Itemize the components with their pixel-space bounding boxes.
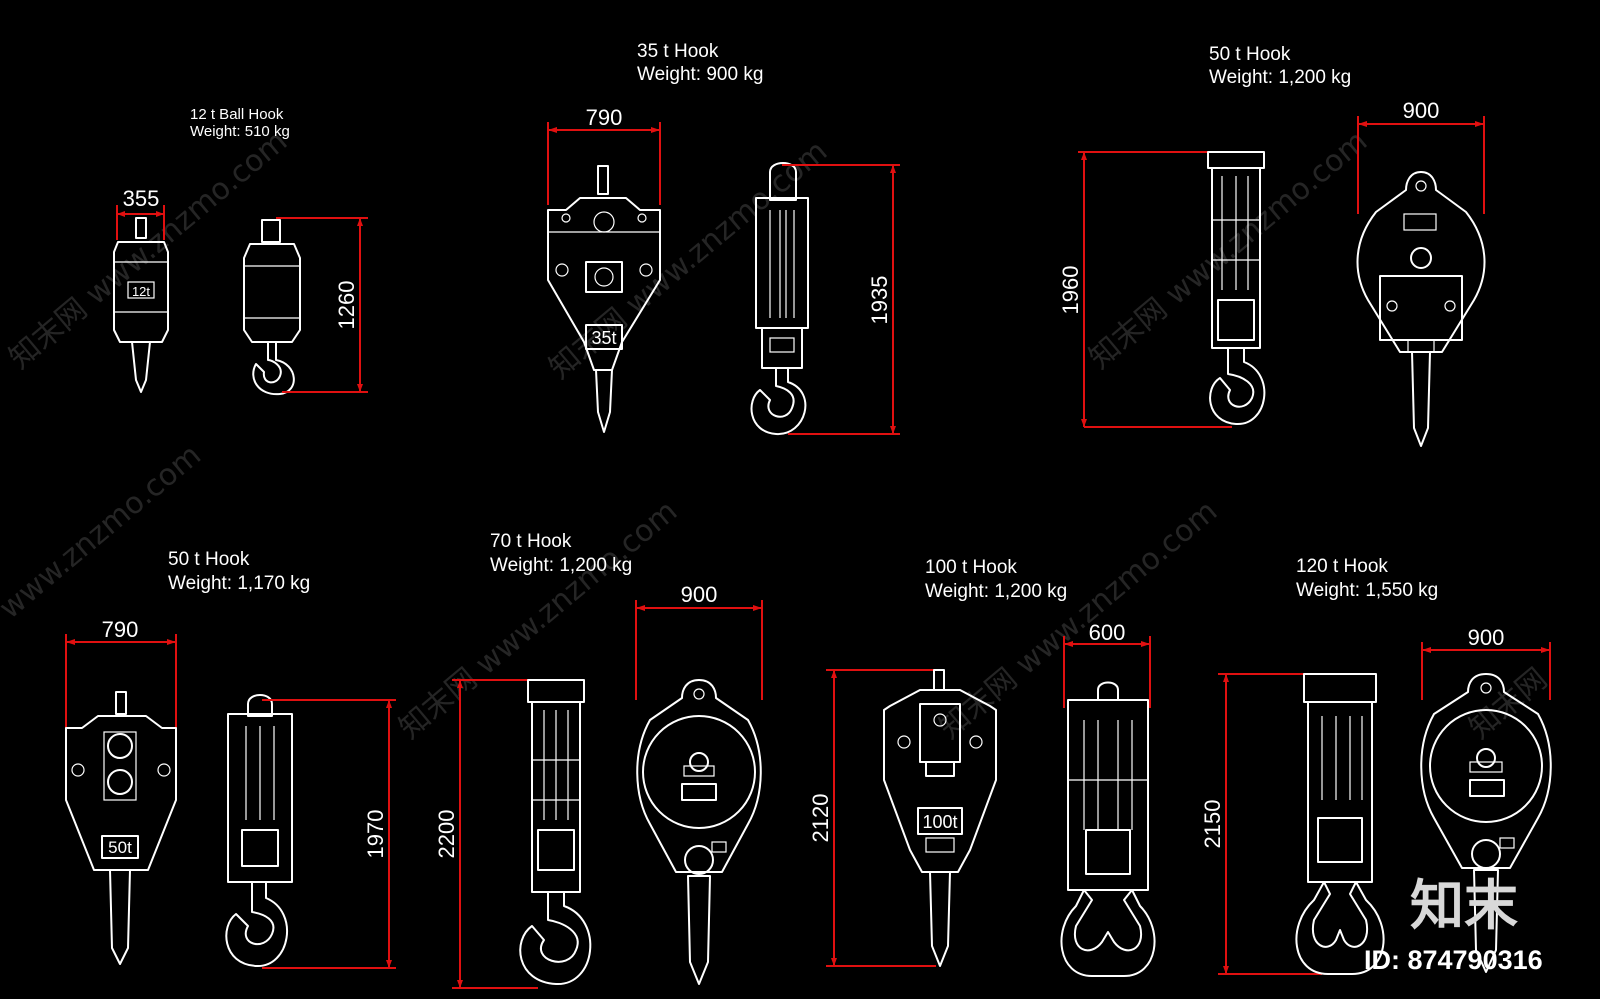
width-dim-label: 790: [102, 617, 139, 642]
hook-front-view: [636, 679, 762, 985]
brand-watermark: 知末 ID: 874790316: [1364, 874, 1543, 975]
svg-text:知末网: 知末网: [1463, 661, 1554, 746]
hook-70t-group: 70 t Hook Weight: 1,200 kg 2200 900: [434, 531, 763, 989]
width-dim-label: 790: [586, 105, 623, 130]
svg-text:www.znzmo.com: www.znzmo.com: [0, 438, 208, 627]
hook-weight: Weight: 510 kg: [190, 123, 290, 140]
capacity-badge: 50t: [108, 838, 132, 857]
hook-35t-group: 35 t Hook Weight: 900 kg 790 35t: [547, 41, 900, 436]
hook-side-view: [750, 162, 809, 436]
hook-weight: Weight: 1,170 kg: [168, 573, 310, 594]
width-dim-label: 900: [1468, 625, 1505, 650]
hook-side-view: [243, 219, 301, 396]
hook-title: 50 t Hook: [168, 549, 250, 570]
height-dim-label: 2150: [1200, 800, 1225, 849]
hook-side-view: [519, 679, 592, 986]
hook-120t-group: 120 t Hook Weight: 1,550 kg 2150 900: [1200, 556, 1552, 975]
hook-50t-bottom-group: 50 t Hook Weight: 1,170 kg 790 50t: [65, 549, 396, 969]
hook-12t-group: 12 t Ball Hook Weight: 510 kg 355 12t 1: [113, 106, 368, 396]
capacity-badge: 12t: [132, 284, 150, 299]
height-dim-label: 1970: [363, 810, 388, 859]
height-dim-label: 2200: [434, 810, 459, 859]
hook-title: 100 t Hook: [925, 557, 1017, 578]
asset-id-label: ID: 874790316: [1364, 945, 1543, 975]
svg-text:知末网 www.znzmo.com: 知末网 www.znzmo.com: [933, 494, 1224, 747]
hook-title: 35 t Hook: [637, 41, 719, 62]
width-dim-label: 355: [123, 186, 160, 211]
hook-title: 120 t Hook: [1296, 556, 1388, 577]
hook-50t-top-group: 50 t Hook Weight: 1,200 kg 1960 900: [1058, 44, 1486, 447]
width-dim-label: 600: [1089, 620, 1126, 645]
hook-title: 50 t Hook: [1209, 44, 1291, 65]
hook-100t-group: 100 t Hook Weight: 1,200 kg 2120 100t 60…: [808, 557, 1156, 977]
capacity-badge: 100t: [922, 812, 957, 832]
brand-logo: 知末: [1410, 874, 1518, 937]
hook-front-view: 50t: [65, 691, 177, 965]
height-dim-label: 1960: [1058, 266, 1083, 315]
hook-weight: Weight: 1,200 kg: [925, 581, 1067, 602]
height-dim-label: 1935: [867, 276, 892, 325]
hook-side-view: [1207, 151, 1266, 426]
hook-side-view: [1060, 681, 1156, 977]
width-dim-label: 900: [681, 582, 718, 607]
hook-weight: Weight: 1,550 kg: [1296, 580, 1438, 601]
capacity-badge: 35t: [591, 328, 616, 348]
svg-text:知末网 www.znzmo.com: 知末网 www.znzmo.com: [1083, 124, 1374, 377]
hook-title: 12 t Ball Hook: [190, 106, 284, 123]
hook-front-view: [1420, 673, 1552, 973]
hook-weight: Weight: 1,200 kg: [490, 555, 632, 576]
height-dim-label: 1260: [334, 281, 359, 330]
width-dim-label: 900: [1403, 98, 1440, 123]
hook-front-view: 35t: [547, 165, 661, 433]
hook-side-view: [225, 694, 293, 968]
hook-front-view: 12t: [113, 217, 169, 393]
hook-front-view: 100t: [883, 669, 997, 967]
hook-title: 70 t Hook: [490, 531, 572, 552]
hook-weight: Weight: 900 kg: [637, 64, 763, 85]
hook-front-view: [1356, 171, 1486, 447]
hook-side-view: [1295, 673, 1385, 975]
height-dim-label: 2120: [808, 794, 833, 843]
hook-weight: Weight: 1,200 kg: [1209, 67, 1351, 88]
